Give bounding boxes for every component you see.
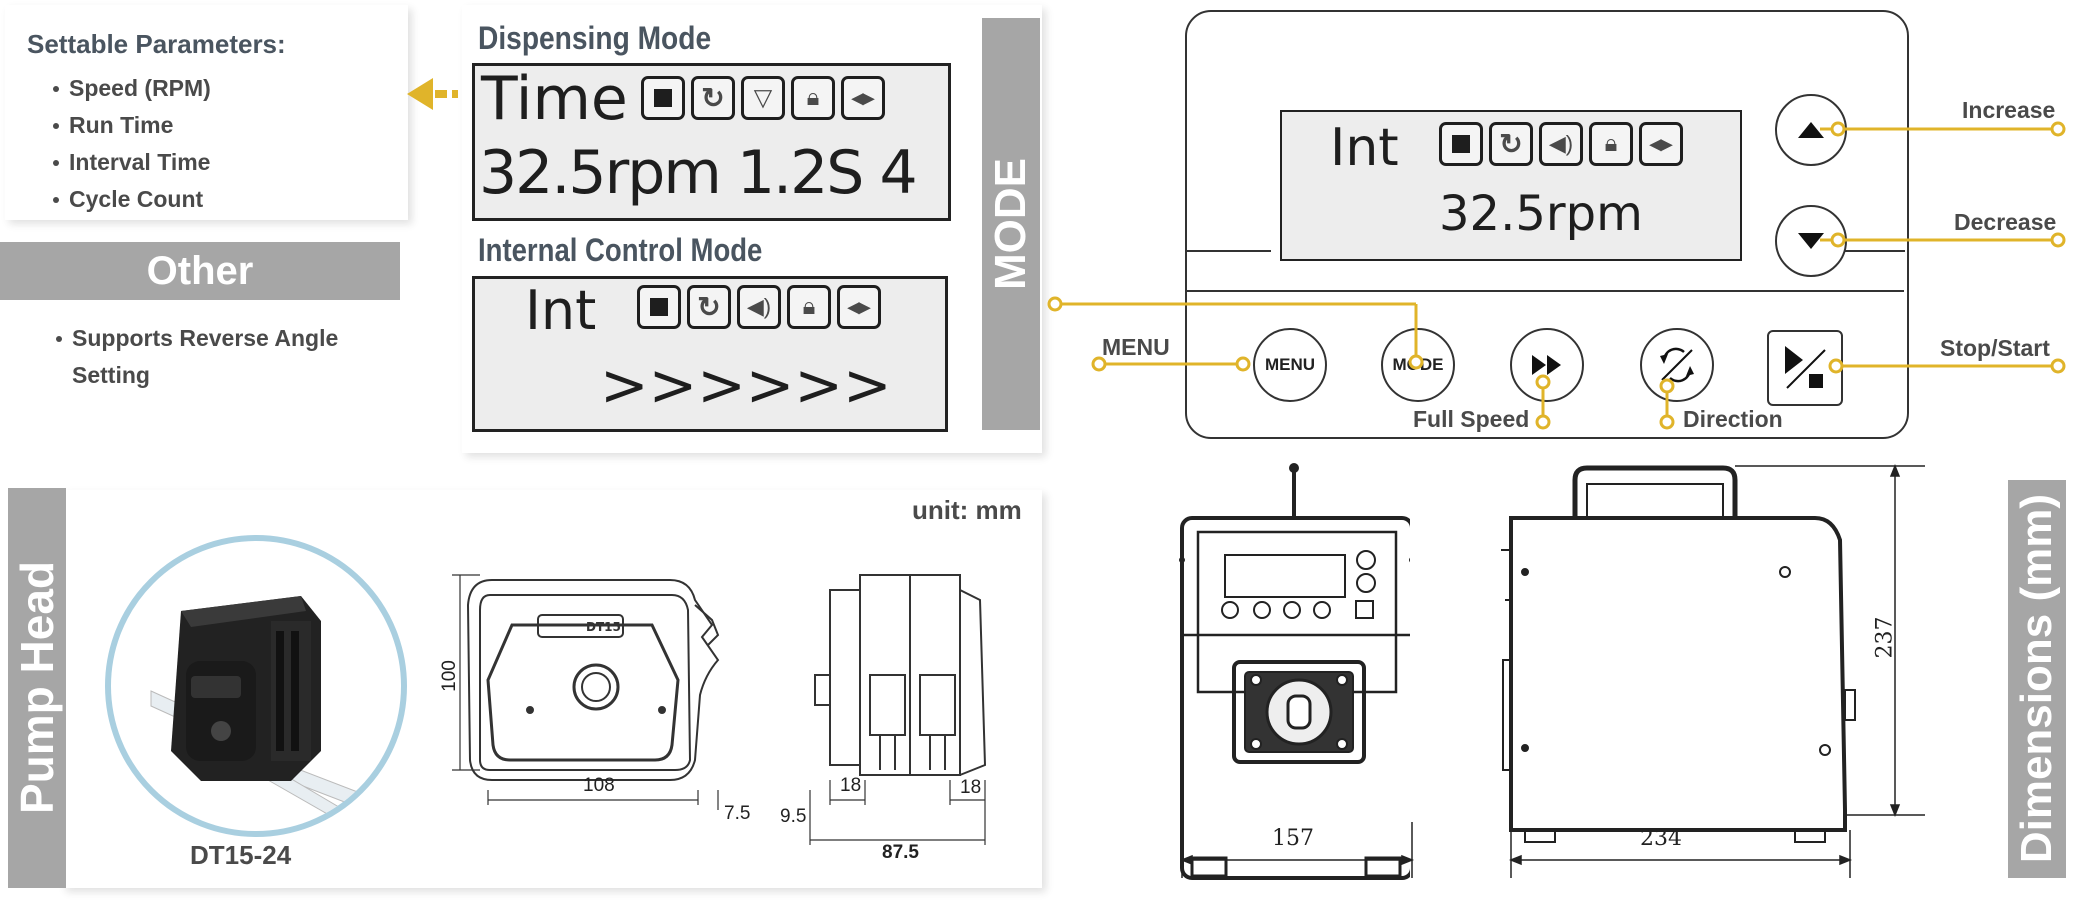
pump-front-view bbox=[1179, 463, 1410, 880]
lock-icon: 🔒︎ bbox=[787, 285, 831, 329]
list-item: Run Time bbox=[45, 107, 211, 144]
rotate-icon: ↻ bbox=[691, 76, 735, 120]
direction-icon bbox=[1660, 347, 1694, 383]
stop-icon bbox=[637, 285, 681, 329]
front-dim-lines bbox=[1179, 822, 1415, 878]
stop-start-label: Stop/Start bbox=[1940, 335, 2050, 361]
settable-parameters-title: Settable Parameters: bbox=[27, 29, 286, 59]
menu-button[interactable]: MENU bbox=[1253, 328, 1327, 402]
pump-head-bar: Pump Head bbox=[8, 488, 66, 888]
pump-head-side-drawing bbox=[809, 574, 987, 845]
dispensing-mode-title: Dispensing Mode bbox=[478, 20, 712, 56]
front-label: DT15 bbox=[586, 620, 621, 634]
dim-pump-depth: 234 bbox=[1640, 826, 1682, 851]
mode-bar: MODE bbox=[982, 18, 1040, 430]
panel-line-right bbox=[1835, 250, 1905, 252]
internal-lcd: Int ↻ ◀) 🔒︎ ◂▸ >>>>>> bbox=[472, 276, 948, 432]
dim-pump-width: 157 bbox=[1272, 826, 1314, 851]
panel-line2: 32.5rpm bbox=[1439, 186, 1643, 242]
panel-line-left bbox=[1186, 250, 1271, 252]
other-header: Other bbox=[0, 242, 400, 300]
dispensing-line2: 32.5rpm 1.2S 4 bbox=[479, 138, 918, 208]
rotate-icon: ↻ bbox=[687, 285, 731, 329]
other-list: Supports Reverse Angle Setting bbox=[48, 320, 368, 394]
dim-width: 108 bbox=[583, 775, 615, 796]
dispensing-line1: Time bbox=[481, 64, 628, 134]
dim-d2: 18 bbox=[840, 775, 862, 796]
filter-icon: ▽ bbox=[741, 76, 785, 120]
dim-total: 87.5 bbox=[882, 842, 919, 863]
lock-icon: 🔒︎ bbox=[1589, 122, 1633, 166]
decrease-label: Decrease bbox=[1954, 209, 2057, 235]
model-label: DT15-24 bbox=[190, 840, 292, 870]
triangle-down-icon bbox=[1798, 233, 1824, 249]
internal-line2: >>>>>> bbox=[600, 351, 892, 419]
lcd-icon-row: ↻ ◀) 🔒︎ ◂▸ bbox=[637, 285, 881, 329]
link-icon: ◂▸ bbox=[837, 285, 881, 329]
full-speed-label: Full Speed bbox=[1413, 406, 1530, 432]
stop-icon bbox=[641, 76, 685, 120]
direction-button[interactable] bbox=[1640, 328, 1714, 402]
pump-head-front-drawing: DT15 bbox=[452, 574, 720, 810]
panel-divider bbox=[1186, 290, 1904, 292]
list-item: Cycle Count bbox=[45, 181, 211, 218]
speaker-icon: ◀) bbox=[1539, 122, 1583, 166]
lcd-icon-row: ↻ ▽ 🔒︎ ◂▸ bbox=[641, 76, 885, 120]
dim-d1: 9.5 bbox=[780, 806, 807, 827]
internal-mode-title: Internal Control Mode bbox=[478, 232, 763, 268]
settable-parameters-box: Settable Parameters: Speed (RPM) Run Tim… bbox=[5, 5, 408, 220]
direction-label: Direction bbox=[1683, 406, 1783, 432]
panel-lcd: Int ↻ ◀) 🔒︎ ◂▸ 32.5rpm bbox=[1280, 110, 1742, 261]
side-dim-lines bbox=[1508, 463, 1925, 878]
dim-height: 100 bbox=[438, 660, 460, 692]
lock-icon: 🔒︎ bbox=[791, 76, 835, 120]
lcd-icon-row: ↻ ◀) 🔒︎ ◂▸ bbox=[1439, 122, 1683, 166]
speaker-icon: ◀) bbox=[737, 285, 781, 329]
dim-pump-height: 237 bbox=[1872, 616, 1898, 659]
full-speed-button[interactable] bbox=[1510, 328, 1584, 402]
unit-label: unit: mm bbox=[912, 495, 1022, 525]
dispensing-lcd: Time ↻ ▽ 🔒︎ ◂▸ 32.5rpm 1.2S 4 bbox=[472, 63, 951, 221]
list-item: Speed (RPM) bbox=[45, 70, 211, 107]
increase-label: Increase bbox=[1962, 97, 2056, 123]
link-icon: ◂▸ bbox=[1639, 122, 1683, 166]
dim-offset: 7.5 bbox=[724, 803, 751, 824]
stop-icon bbox=[1439, 122, 1483, 166]
play-stop-icon bbox=[1785, 346, 1826, 389]
pump-side-view bbox=[1501, 465, 1856, 843]
link-icon: ◂▸ bbox=[841, 76, 885, 120]
panel-line1: Int bbox=[1330, 118, 1399, 178]
pump-head-image bbox=[150, 596, 382, 831]
triangle-up-icon bbox=[1798, 122, 1824, 138]
fast-forward-icon bbox=[1532, 355, 1561, 375]
settable-parameters-list: Speed (RPM) Run Time Interval Time Cycle… bbox=[45, 70, 211, 218]
pump-head-photo bbox=[105, 535, 407, 837]
dimensions-bar: Dimensions (mm) bbox=[2008, 480, 2066, 878]
list-item: Supports Reverse Angle Setting bbox=[48, 320, 368, 394]
dim-d3: 18 bbox=[960, 777, 982, 798]
list-item: Interval Time bbox=[45, 144, 211, 181]
internal-line1: Int bbox=[525, 279, 597, 342]
menu-label: MENU bbox=[1102, 334, 1170, 360]
rotate-icon: ↻ bbox=[1489, 122, 1533, 166]
